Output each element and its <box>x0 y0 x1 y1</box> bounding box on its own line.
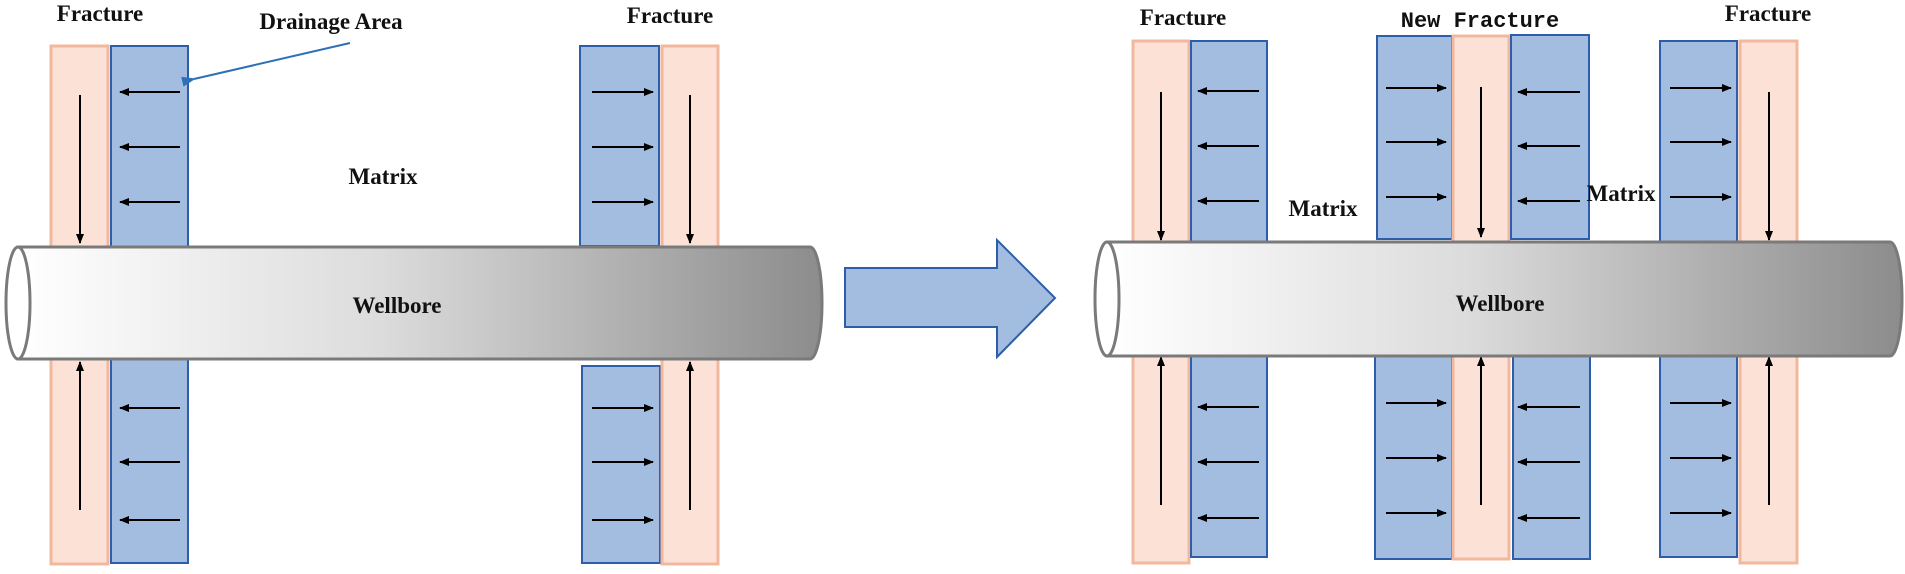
matrix-label: Matrix <box>1289 196 1358 221</box>
wellbore-label: Wellbore <box>1455 291 1544 316</box>
drainage-area-strip <box>581 365 661 564</box>
drainage-area-strip <box>1190 355 1268 558</box>
fracture-label: Fracture <box>1725 1 1811 26</box>
right-panel: Wellbore Fracture New Fracture Fracture … <box>1093 1 1904 565</box>
drainage-pointer-arrow <box>181 42 351 87</box>
new-fracture-group <box>1374 34 1591 561</box>
drainage-area-label: Drainage Area <box>259 9 403 34</box>
wellbore: Wellbore <box>4 245 824 361</box>
drainage-area-strip <box>1510 34 1590 240</box>
fracture-label: Fracture <box>1140 5 1226 30</box>
matrix-label: Matrix <box>349 164 418 189</box>
transition-arrow-icon <box>844 237 1057 360</box>
left-panel: Wellbore Fracture Fracture Drainage Area… <box>4 1 824 566</box>
matrix-label: Matrix <box>1587 181 1656 206</box>
new-fracture-label: New Fracture <box>1401 9 1559 34</box>
wellbore: Wellbore <box>1093 240 1904 358</box>
fracture-label: Fracture <box>627 3 713 28</box>
wellbore-label: Wellbore <box>352 293 441 318</box>
drainage-area-strip <box>1659 355 1738 558</box>
drainage-area-strip <box>1376 35 1453 240</box>
wellbore-end-cap <box>1093 240 1121 358</box>
drainage-area-strip <box>1512 355 1591 560</box>
fracture-label: Fracture <box>57 1 143 26</box>
drainage-area-strip <box>1190 40 1268 243</box>
wellbore-end-cap <box>4 245 32 361</box>
